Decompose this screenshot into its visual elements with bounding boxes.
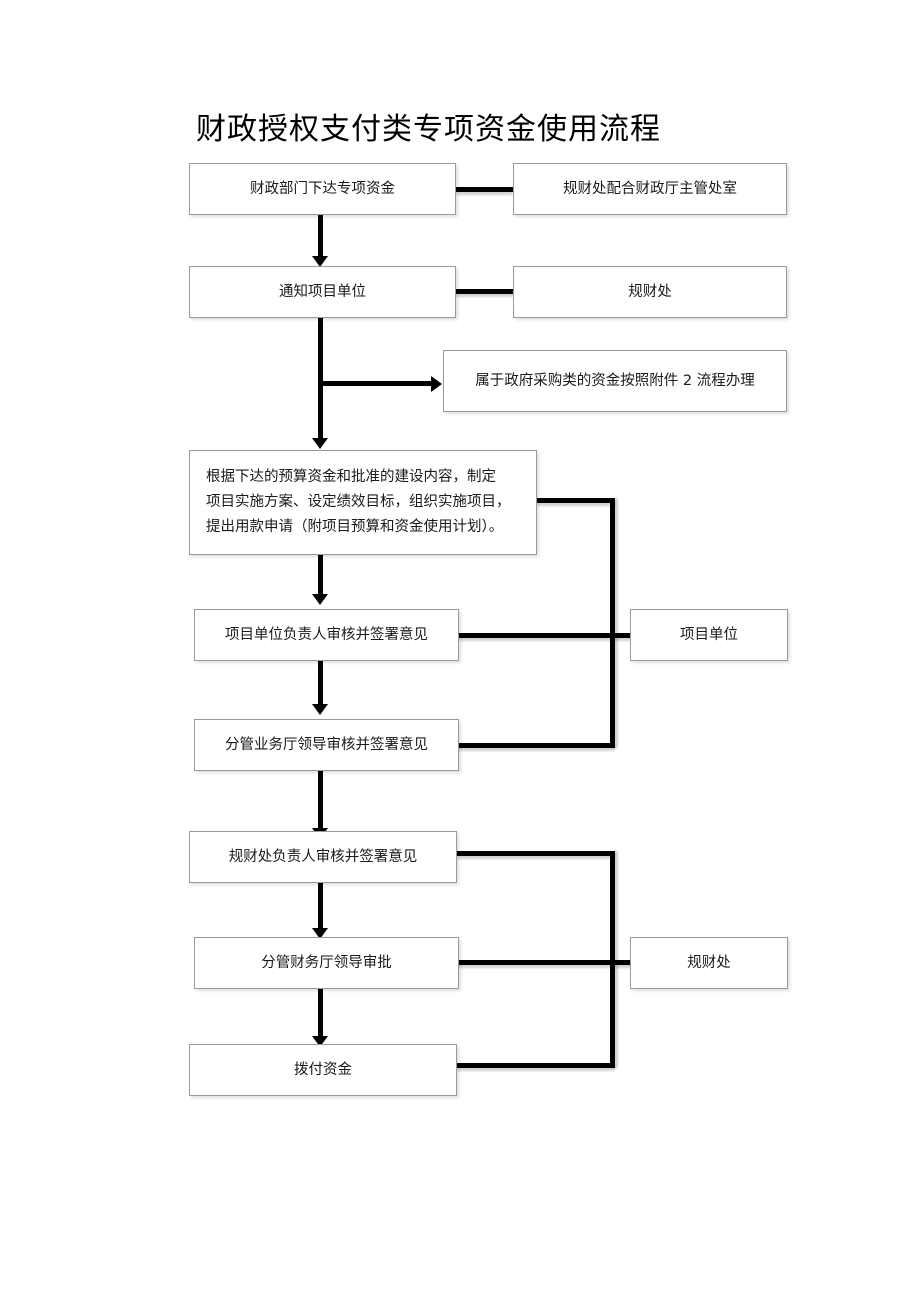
- process-label: 规财处负责人审核并签署意见: [228, 849, 418, 865]
- responsibility-label: 项目单位: [680, 627, 738, 643]
- process-box-step-4[interactable]: 项目单位负责人审核并签署意见: [194, 609, 459, 661]
- process-label: 分管业务厅领导审核并签署意见: [225, 737, 428, 753]
- connector-bracket-a-to-resp3: [458, 633, 633, 638]
- arrow-down-step4: [312, 594, 328, 605]
- arrow-down-step3: [312, 438, 328, 449]
- process-box-step-3[interactable]: 根据下达的预算资金和批准的建设内容，制定 项目实施方案、设定绩效目标，组织实施项…: [189, 450, 537, 555]
- connector-step6-to-step7: [318, 883, 323, 931]
- connector-bracket-b-to-resp4: [457, 960, 635, 965]
- page-title: 财政授权支付类专项资金使用流程: [196, 112, 661, 147]
- process-box-step-8[interactable]: 拨付资金: [189, 1044, 457, 1096]
- process-label: 拨付资金: [294, 1062, 352, 1078]
- bracket-a-vertical: [610, 498, 615, 748]
- connector-step1-to-step2: [318, 215, 323, 260]
- process-box-step-2[interactable]: 通知项目单位: [189, 266, 456, 318]
- responsibility-label: 规财处配合财政厅主管处室: [563, 181, 737, 197]
- process-label: 项目单位负责人审核并签署意见: [225, 627, 428, 643]
- bracket-a-top-arm: [537, 498, 615, 503]
- process-label: 财政部门下达专项资金: [250, 181, 395, 197]
- process-box-step-5[interactable]: 分管业务厅领导审核并签署意见: [194, 719, 459, 771]
- process-label-line-1: 根据下达的预算资金和批准的建设内容，制定: [206, 469, 496, 485]
- arrow-down-step5: [312, 704, 328, 715]
- connector-step4-to-step5: [318, 661, 323, 707]
- arrow-down-step2: [312, 256, 328, 267]
- bracket-b-bottom-arm: [457, 1063, 615, 1068]
- arrow-down-step8: [312, 1036, 328, 1047]
- connector-step7-to-step8: [318, 989, 323, 1039]
- responsibility-box-resp-3[interactable]: 项目单位: [630, 609, 788, 661]
- process-label: 分管财务厅领导审批: [261, 955, 392, 971]
- responsibility-label: 规财处: [687, 955, 731, 971]
- responsibility-box-resp-2[interactable]: 规财处: [513, 266, 787, 318]
- responsibility-box-resp-1[interactable]: 规财处配合财政厅主管处室: [513, 163, 787, 215]
- arrow-down-step7: [312, 928, 328, 939]
- process-box-step-1[interactable]: 财政部门下达专项资金: [189, 163, 456, 215]
- process-label-line-2: 项目实施方案、设定绩效目标，组织实施项目，: [206, 494, 511, 510]
- arrow-right-note: [431, 376, 442, 392]
- note-box-note-1[interactable]: 属于政府采购类的资金按照附件 2 流程办理: [443, 350, 787, 412]
- process-box-step-7[interactable]: 分管财务厅领导审批: [194, 937, 459, 989]
- process-label: 通知项目单位: [279, 284, 366, 300]
- responsibility-box-resp-4[interactable]: 规财处: [630, 937, 788, 989]
- responsibility-label: 规财处: [628, 284, 672, 300]
- connector-step2-to-resp2: [456, 289, 513, 294]
- process-box-step-6[interactable]: 规财处负责人审核并签署意见: [189, 831, 457, 883]
- connector-step2-to-step3: [318, 318, 323, 442]
- bracket-b-top-arm: [457, 851, 615, 856]
- note-label: 属于政府采购类的资金按照附件 2 流程办理: [475, 373, 755, 389]
- bracket-a-bottom-arm: [458, 743, 615, 748]
- connector-step1-to-resp1: [456, 187, 513, 192]
- connector-step3-to-step4: [318, 555, 323, 597]
- connector-branch-to-note: [318, 381, 433, 386]
- bracket-b-vertical: [610, 851, 615, 1068]
- process-label-line-3: 提出用款申请（附项目预算和资金使用计划）。: [206, 519, 504, 535]
- connector-step5-to-step6: [318, 771, 323, 831]
